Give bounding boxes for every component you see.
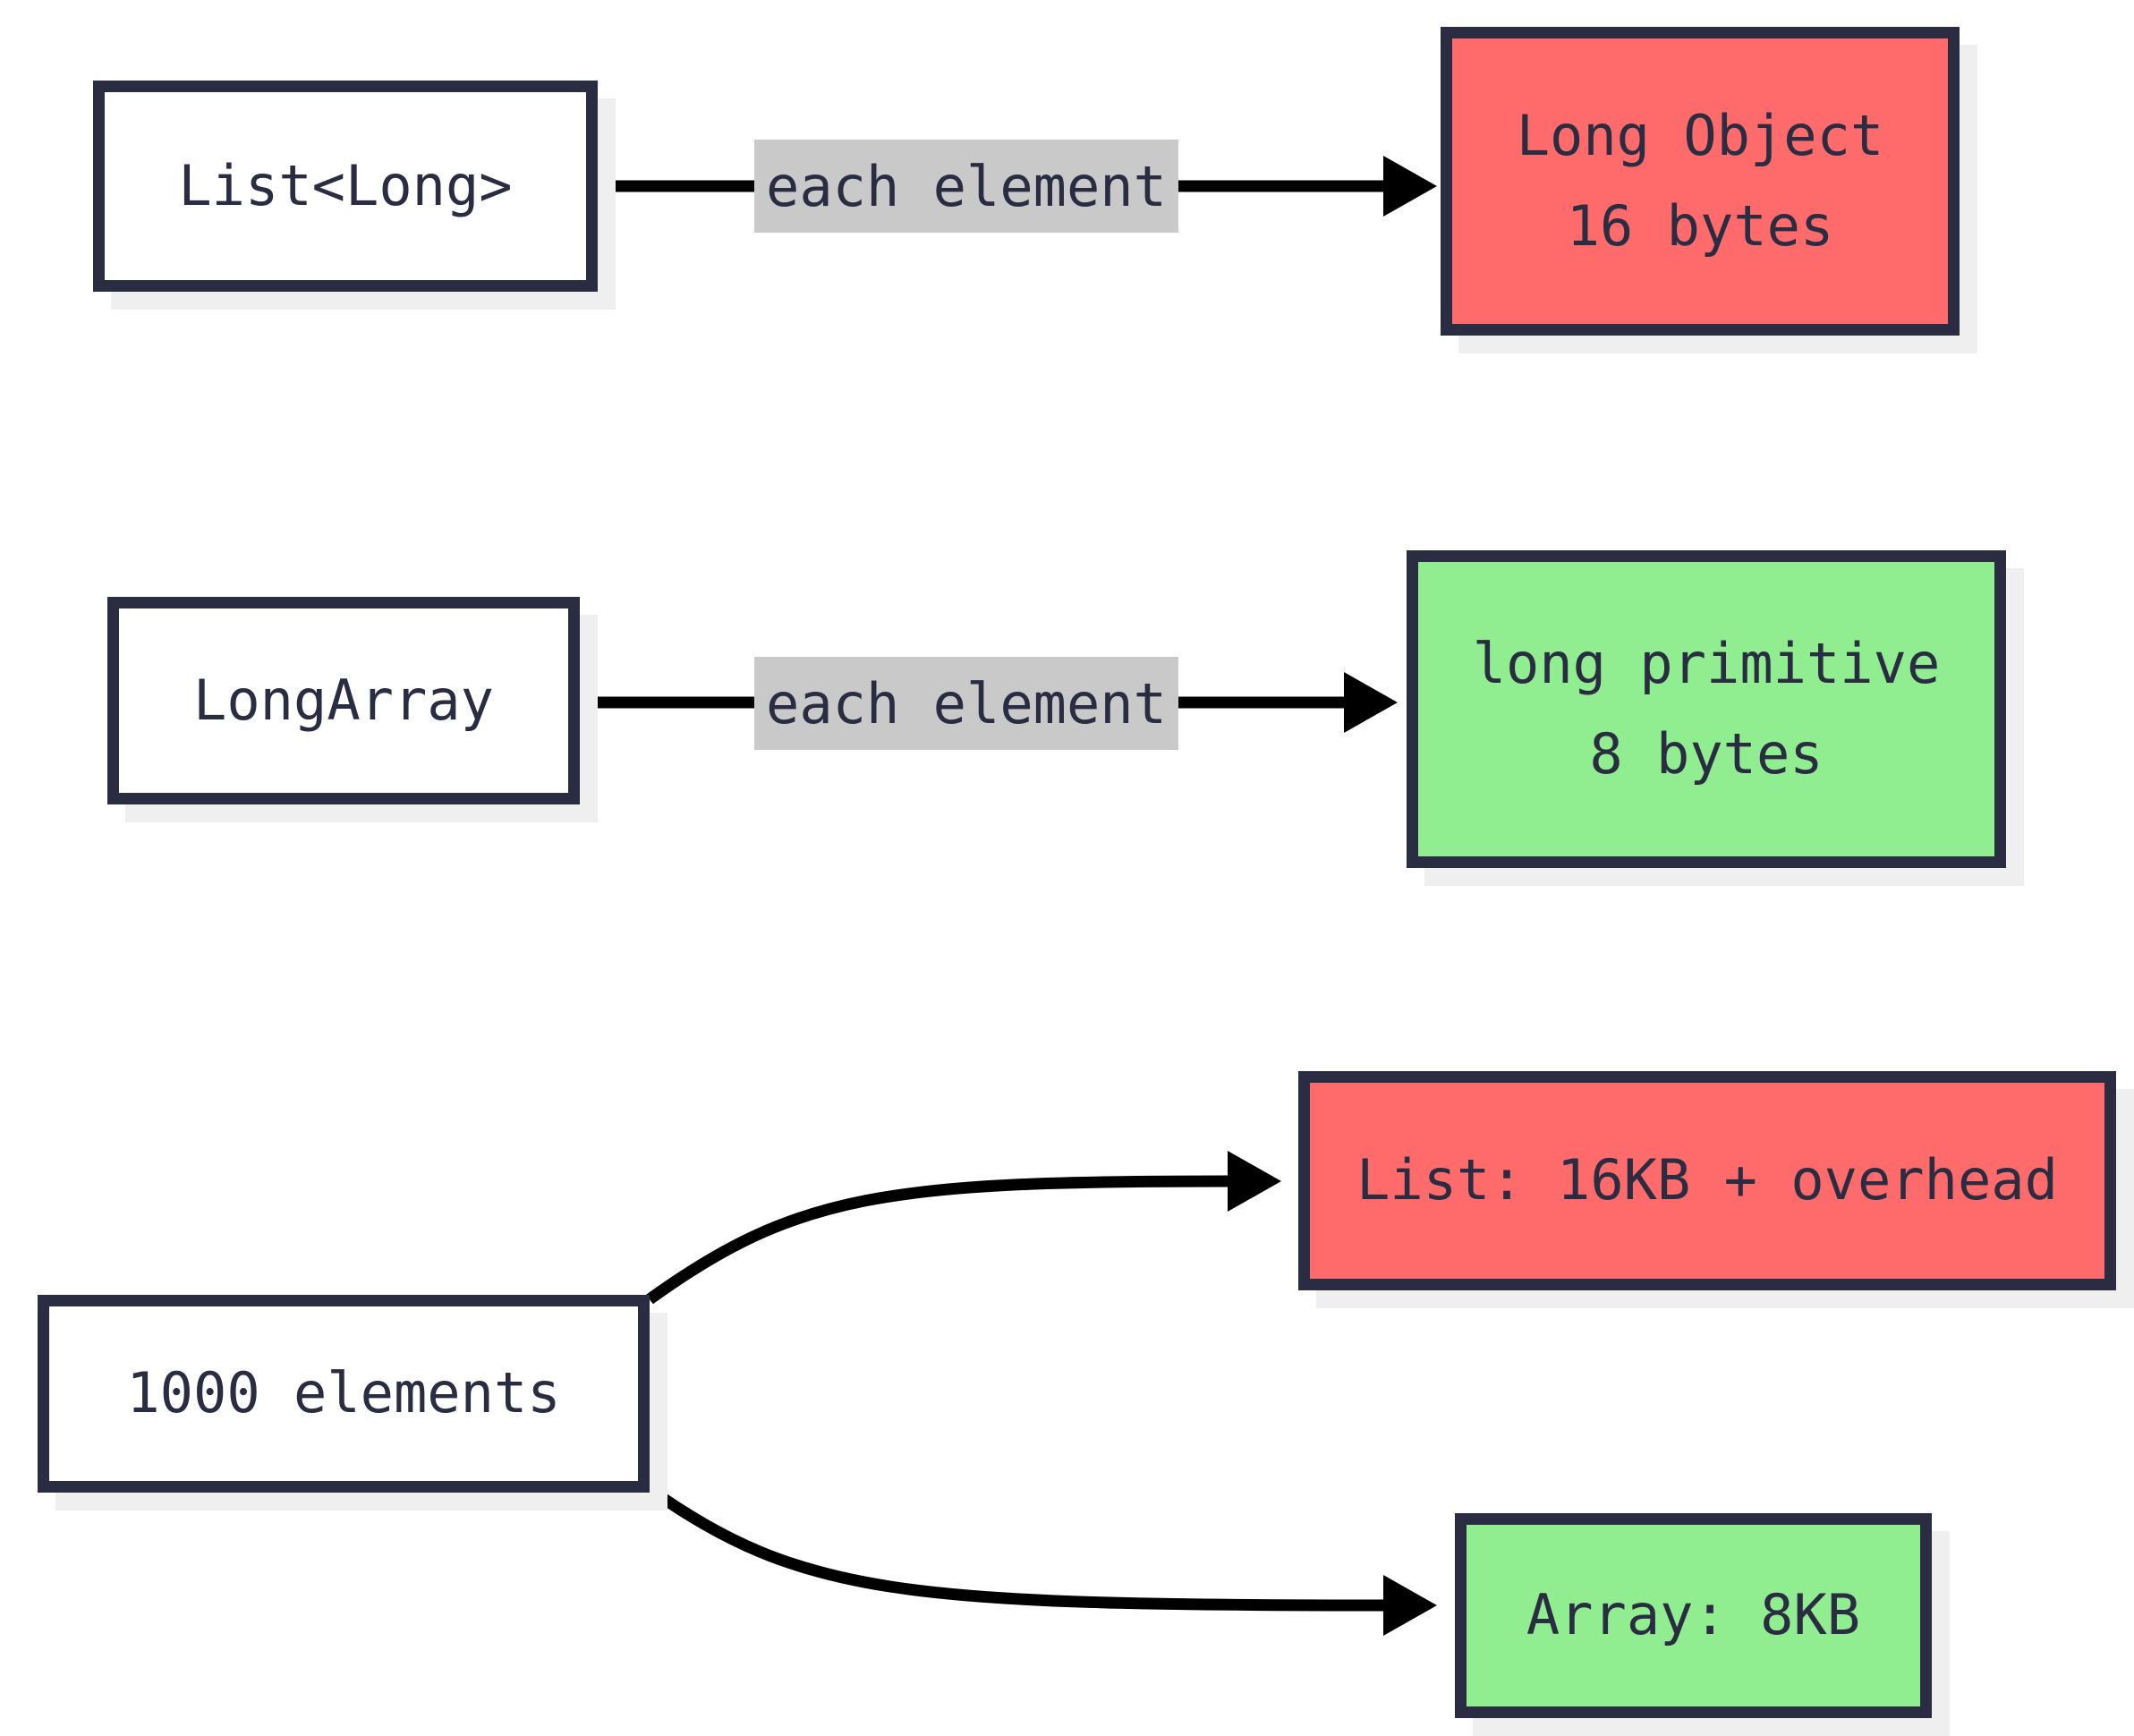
node-list-long-label: List<Long> [178, 152, 513, 218]
edge-label-each-element-list-text: each element [766, 153, 1167, 219]
node-long-primitive: long primitive 8 bytes [1407, 550, 2006, 868]
node-long-primitive-line2: 8 bytes [1589, 720, 1824, 787]
node-long-object-line1: Long Object [1516, 103, 1884, 169]
arrowhead-1000-to-array-icon [1383, 1575, 1437, 1636]
node-list-result-label: List: 16KB + overhead [1356, 1147, 2058, 1213]
node-long-object: Long Object 16 bytes [1441, 27, 1960, 336]
node-array-result: Array: 8KB [1455, 1513, 1932, 1718]
node-array-result-label: Array: 8KB [1526, 1582, 1861, 1648]
node-list-long: List<Long> [93, 81, 598, 292]
edge-label-each-element-array: each element [754, 657, 1178, 750]
arrowhead-1000-to-list-icon [1228, 1151, 1281, 1212]
node-1000-elements: 1000 elements [38, 1295, 650, 1493]
node-1000-elements-label: 1000 elements [126, 1360, 561, 1426]
arrow-1000-to-list [646, 1175, 1229, 1305]
node-long-array: LongArray [107, 597, 580, 804]
node-long-object-line2: 16 bytes [1566, 192, 1834, 259]
arrowhead-list-each-element-icon [1383, 156, 1437, 217]
node-long-array-label: LongArray [193, 667, 494, 733]
node-long-primitive-line1: long primitive [1472, 631, 1941, 697]
edge-label-each-element-array-text: each element [766, 670, 1167, 736]
arrowhead-array-each-element-icon [1344, 672, 1398, 733]
edge-label-each-element-list: each element [754, 140, 1178, 233]
node-list-result: List: 16KB + overhead [1298, 1071, 2116, 1290]
arrow-1000-to-array [646, 1484, 1384, 1612]
